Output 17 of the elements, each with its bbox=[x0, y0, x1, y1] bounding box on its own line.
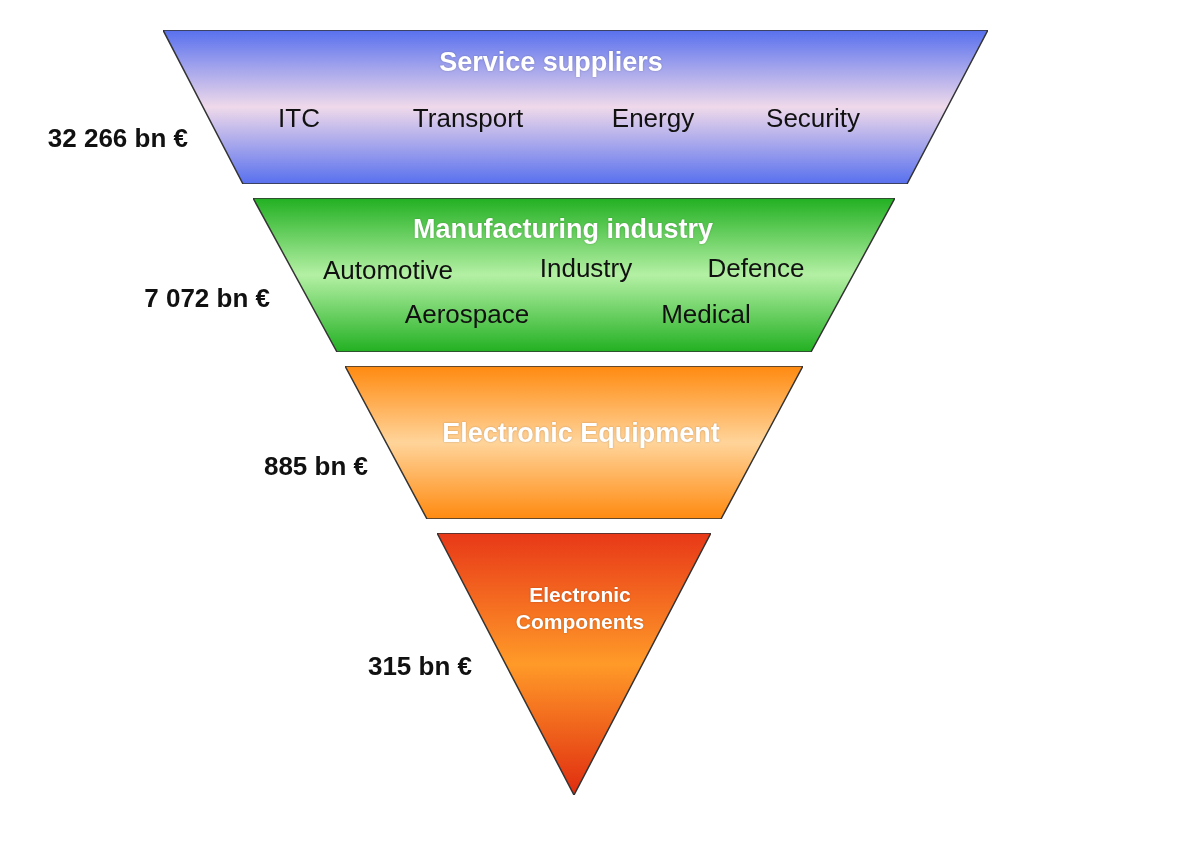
sector-label: ITC bbox=[278, 102, 320, 134]
sector-label: Automotive bbox=[322, 254, 454, 286]
market-value-label: 7 072 bn € bbox=[144, 282, 270, 314]
market-value-label: 32 266 bn € bbox=[47, 122, 188, 154]
market-value-label: 315 bn € bbox=[367, 650, 472, 682]
sector-label: Aerospace bbox=[404, 298, 530, 330]
sector-label: Industry bbox=[539, 252, 633, 284]
sector-label: Energy bbox=[611, 102, 695, 134]
tier-heading: Service suppliers bbox=[439, 46, 663, 78]
sector-label: Transport bbox=[412, 102, 524, 134]
tier-heading: Manufacturing industry bbox=[413, 213, 713, 245]
sector-label: Medical bbox=[661, 298, 751, 330]
tier-heading: Electronic Components bbox=[514, 581, 646, 635]
sector-label: Defence bbox=[707, 252, 805, 284]
tier-heading: Electronic Equipment bbox=[442, 417, 720, 449]
sector-label: Security bbox=[766, 102, 860, 134]
market-value-label: 885 bn € bbox=[263, 450, 368, 482]
